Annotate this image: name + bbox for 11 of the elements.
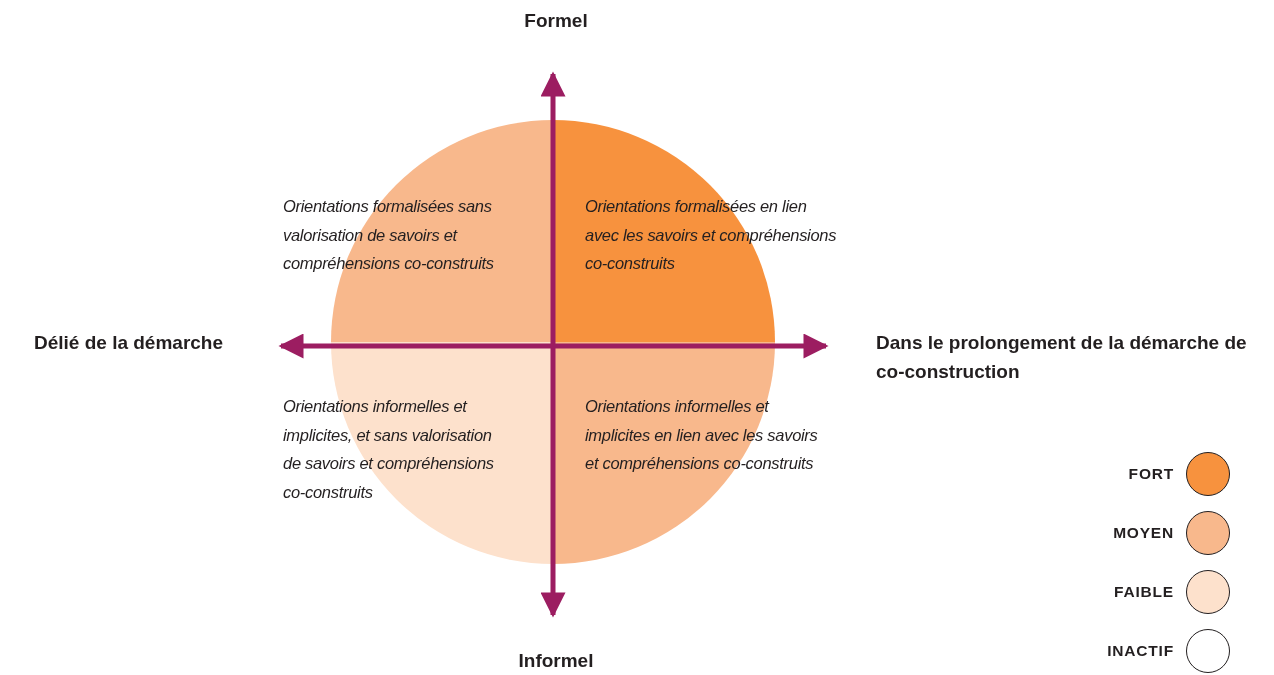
legend-label: FORT xyxy=(1128,465,1174,483)
axis-label: Formel xyxy=(523,9,589,33)
quadrant-text: Orientations informelles et implicites en lien avec les savoirs et compréhensions co-construits xyxy=(585,396,819,474)
legend-label: MOYEN xyxy=(1113,524,1174,542)
legend-label: FAIBLE xyxy=(1114,583,1174,601)
quadrant-text: Orientations informelles et implicites, et sans valorisation de savoirs et compréhensions co-construits xyxy=(283,396,495,503)
axis-label: Dans le prolongement de la démarche de co-construction xyxy=(876,331,1248,384)
axis-label: Délié de la démarche xyxy=(34,331,225,355)
quadrant-text: Orientations formalisées sans valorisation de savoirs et compréhensions co-construits xyxy=(283,196,495,274)
axis-label: Informel xyxy=(517,649,595,673)
legend-label: INACTIF xyxy=(1107,642,1174,660)
